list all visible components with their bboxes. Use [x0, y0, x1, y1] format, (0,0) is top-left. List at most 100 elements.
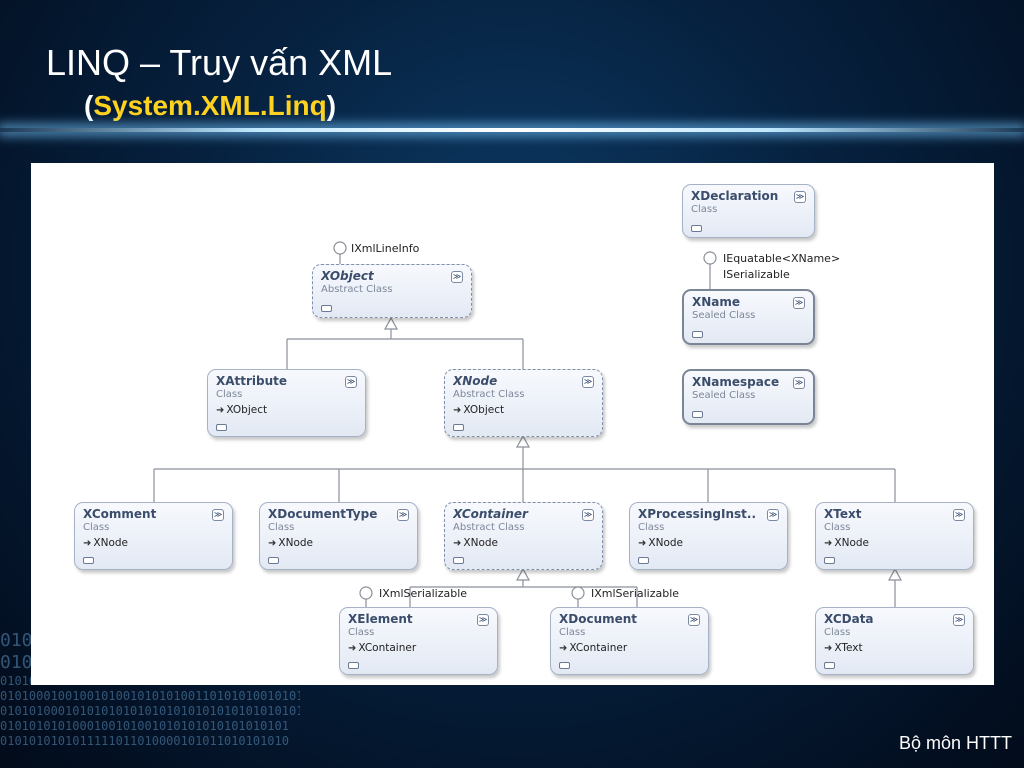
- compartment-icon: [216, 424, 227, 431]
- chevron-double-down-icon[interactable]: ≫: [582, 509, 594, 521]
- xname-interface-lollipop: [703, 251, 717, 265]
- chevron-double-down-icon[interactable]: ≫: [953, 614, 965, 626]
- chevron-double-down-icon[interactable]: ≫: [212, 509, 224, 521]
- chevron-double-down-icon[interactable]: ≫: [451, 271, 463, 283]
- chevron-double-down-icon[interactable]: ≫: [582, 376, 594, 388]
- chevron-double-down-icon[interactable]: ≫: [767, 509, 779, 521]
- base-class-name: XNode: [93, 537, 128, 549]
- inheritance-arrow-icon: ➜: [216, 405, 225, 416]
- class-name: XText: [824, 507, 862, 521]
- class-box-xobject[interactable]: XObject Abstract Class ≫: [312, 264, 472, 318]
- class-name: XNode: [453, 374, 498, 388]
- xobject-inherit-arrowhead: [383, 316, 399, 330]
- class-kind: Sealed Class: [692, 310, 756, 321]
- base-class-name: XText: [834, 642, 863, 654]
- class-name: XCData: [824, 612, 874, 626]
- class-box-xattribute[interactable]: XAttribute Class ➜XObject ≫: [207, 369, 366, 437]
- compartment-icon: [638, 557, 649, 564]
- inheritance-arrow-icon: ➜: [453, 538, 462, 549]
- class-kind: Class: [268, 522, 295, 533]
- chevron-double-down-icon[interactable]: ≫: [793, 377, 805, 389]
- xdocument-interface-lollipop: [571, 586, 585, 600]
- class-box-xtext[interactable]: XText Class ➜XNode ≫: [815, 502, 974, 570]
- chevron-double-down-icon[interactable]: ≫: [477, 614, 489, 626]
- class-name: XElement: [348, 612, 413, 626]
- class-name: XDeclaration: [691, 189, 779, 203]
- inheritance-arrow-icon: ➜: [83, 538, 92, 549]
- inheritance-arrow-icon: ➜: [824, 538, 833, 549]
- xcontainer-inherit-arrowhead: [515, 567, 531, 581]
- xobject-interface-lollipop: [333, 241, 347, 255]
- base-class: ➜XText: [824, 642, 965, 654]
- xnode-inherit-arrowhead: [515, 434, 531, 448]
- class-box-xcontainer[interactable]: XContainer Abstract Class ➜XNode ≫: [444, 502, 603, 570]
- inheritance-arrow-icon: ➜: [453, 405, 462, 416]
- inheritance-arrow-icon: ➜: [268, 538, 277, 549]
- class-kind: Class: [83, 522, 110, 533]
- class-box-xdocument[interactable]: XDocument Class ➜XContainer ≫: [550, 607, 709, 675]
- class-box-xnamespace[interactable]: XNamespace Sealed Class ≫: [682, 369, 815, 425]
- class-box-xcomment[interactable]: XComment Class ➜XNode ≫: [74, 502, 233, 570]
- class-kind: Class: [348, 627, 375, 638]
- compartment-icon: [348, 662, 359, 669]
- class-box-xname[interactable]: XName Sealed Class ≫: [682, 289, 815, 345]
- base-class: ➜XObject: [216, 404, 357, 416]
- title-glow-divider: [0, 128, 1024, 132]
- class-box-xprocessinginstruction[interactable]: XProcessingInst... Class ➜XNode ≫: [629, 502, 788, 570]
- base-class: ➜XNode: [824, 537, 965, 549]
- subtitle-close-paren: ): [326, 90, 337, 121]
- chevron-double-down-icon[interactable]: ≫: [793, 297, 805, 309]
- base-class: ➜XNode: [83, 537, 224, 549]
- base-class-name: XNode: [834, 537, 869, 549]
- class-box-xnode[interactable]: XNode Abstract Class ➜XObject ≫: [444, 369, 603, 437]
- class-box-xelement[interactable]: XElement Class ➜XContainer ≫: [339, 607, 498, 675]
- subtitle-namespace: System.XML.Linq: [93, 90, 327, 121]
- base-class-name: XObject: [463, 404, 505, 416]
- inheritance-arrow-icon: ➜: [824, 643, 833, 654]
- binary-row: 0101010001010101010101010101010101010101…: [0, 704, 300, 718]
- footer-label: Bộ môn HTTT: [898, 733, 1012, 753]
- compartment-icon: [83, 557, 94, 564]
- base-class: ➜XNode: [453, 537, 594, 549]
- base-class-name: XNode: [463, 537, 498, 549]
- class-name: XDocumentType: [268, 507, 378, 521]
- xdocument-interface-label: IXmlSerializable: [591, 587, 680, 600]
- compartment-icon: [268, 557, 279, 564]
- xname-interface-label-1: IEquatable<XName>: [723, 252, 841, 265]
- inheritance-arrow-icon: ➜: [559, 643, 568, 654]
- compartment-icon: [559, 662, 570, 669]
- class-kind: Class: [216, 389, 243, 400]
- class-kind: Abstract Class: [453, 389, 525, 400]
- base-class-name: XObject: [226, 404, 268, 416]
- compartment-icon: [824, 557, 835, 564]
- class-name: XObject: [321, 269, 374, 283]
- base-class-name: XNode: [278, 537, 313, 549]
- class-name: XProcessingInst...: [638, 507, 756, 521]
- base-class: ➜XNode: [268, 537, 409, 549]
- xobject-interface-label: IXmlLineInfo: [351, 242, 420, 255]
- compartment-icon: [692, 411, 703, 418]
- xname-interface-label-2: ISerializable: [723, 268, 790, 281]
- class-name: XAttribute: [216, 374, 288, 388]
- chevron-double-down-icon[interactable]: ≫: [345, 376, 357, 388]
- chevron-double-down-icon[interactable]: ≫: [794, 191, 806, 203]
- class-kind: Abstract Class: [453, 522, 525, 533]
- base-class: ➜XContainer: [348, 642, 489, 654]
- compartment-icon: [691, 225, 702, 232]
- class-box-xcdata[interactable]: XCData Class ➜XText ≫: [815, 607, 974, 675]
- slide-title: LINQ – Truy vấn XML: [46, 42, 393, 83]
- chevron-double-down-icon[interactable]: ≫: [953, 509, 965, 521]
- base-class-name: XNode: [648, 537, 683, 549]
- chevron-double-down-icon[interactable]: ≫: [397, 509, 409, 521]
- xelement-interface-label: IXmlSerializable: [379, 587, 468, 600]
- xtext-inherit-arrowhead: [887, 567, 903, 581]
- compartment-icon: [321, 305, 332, 312]
- chevron-double-down-icon[interactable]: ≫: [688, 614, 700, 626]
- class-kind: Class: [691, 204, 718, 215]
- base-class-name: XContainer: [358, 642, 417, 654]
- class-box-xdocumenttype[interactable]: XDocumentType Class ➜XNode ≫: [259, 502, 418, 570]
- class-kind: Abstract Class: [321, 284, 393, 295]
- class-box-xdeclaration[interactable]: XDeclaration Class ≫: [682, 184, 815, 238]
- class-kind: Class: [824, 627, 851, 638]
- base-class: ➜XNode: [638, 537, 779, 549]
